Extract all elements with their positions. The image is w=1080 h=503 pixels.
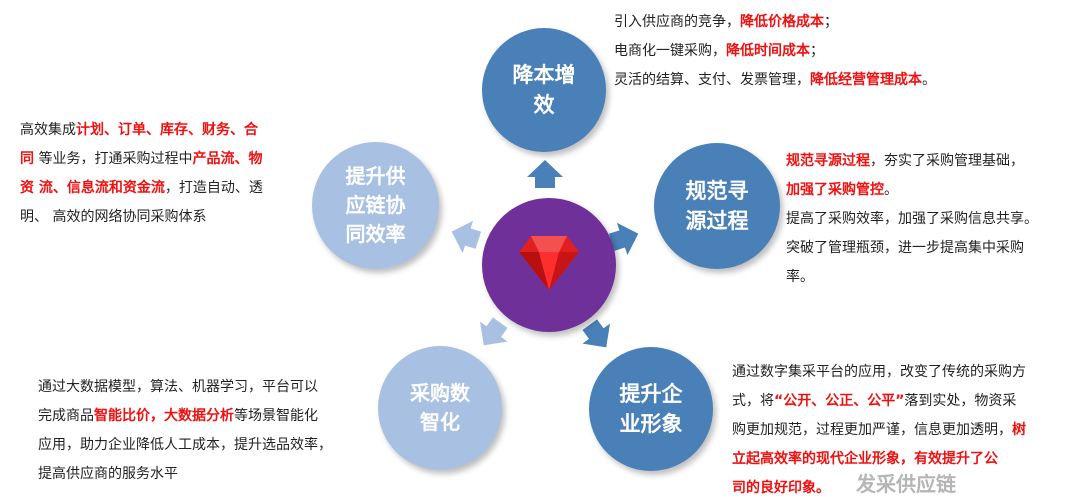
node-collaboration: 提升供 应链协 同效率 <box>312 142 439 269</box>
arrow-left <box>451 220 482 254</box>
node-digital-label: 采购数 智化 <box>410 381 470 434</box>
watermark: 发采供应链 <box>856 472 956 496</box>
arrow-bottom-left <box>480 317 508 346</box>
desc-cost-reduction: 引入供应商的竞争，降低价格成本； 电商化一键采购，降低时间成本； 灵活的结算、支… <box>614 14 936 88</box>
node-digital: 采购数 智化 <box>378 346 502 470</box>
node-collaboration-label: 提升供 应链协 同效率 <box>345 164 406 246</box>
node-sourcing: 规范寻 源过程 <box>654 143 780 269</box>
arrow-right <box>608 222 639 256</box>
arrow-bottom-right <box>582 319 610 348</box>
diamond-icon <box>519 236 579 290</box>
desc-sourcing: 规范寻源过程，夯实了采购管理基础， 加强了采购管控。 提高了采购效率，加强了采购… <box>786 153 1038 285</box>
node-sourcing-label: 规范寻 源过程 <box>685 179 749 233</box>
node-image: 提升企 业形象 <box>589 347 713 471</box>
center-node <box>482 198 616 332</box>
desc-digital: 通过大数据模型，算法、机器学习，平台可以 完成商品智能比价，大数据分析等场景智能… <box>38 379 332 482</box>
desc-image: 通过数字集采平台的应用，改变了传统的采购方 式，将“公开、公正、公平”落到实处，… <box>732 364 1026 496</box>
desc-collaboration: 高效集成计划、订单、库存、财务、合 同 等业务，打通采购过程中产品流、物 资 流… <box>20 122 263 225</box>
node-cost-reduction: 降本增 效 <box>482 28 606 152</box>
arrow-up <box>527 160 563 188</box>
node-cost-reduction-label: 降本增 效 <box>512 63 576 117</box>
node-image-label: 提升企 业形象 <box>619 382 683 436</box>
